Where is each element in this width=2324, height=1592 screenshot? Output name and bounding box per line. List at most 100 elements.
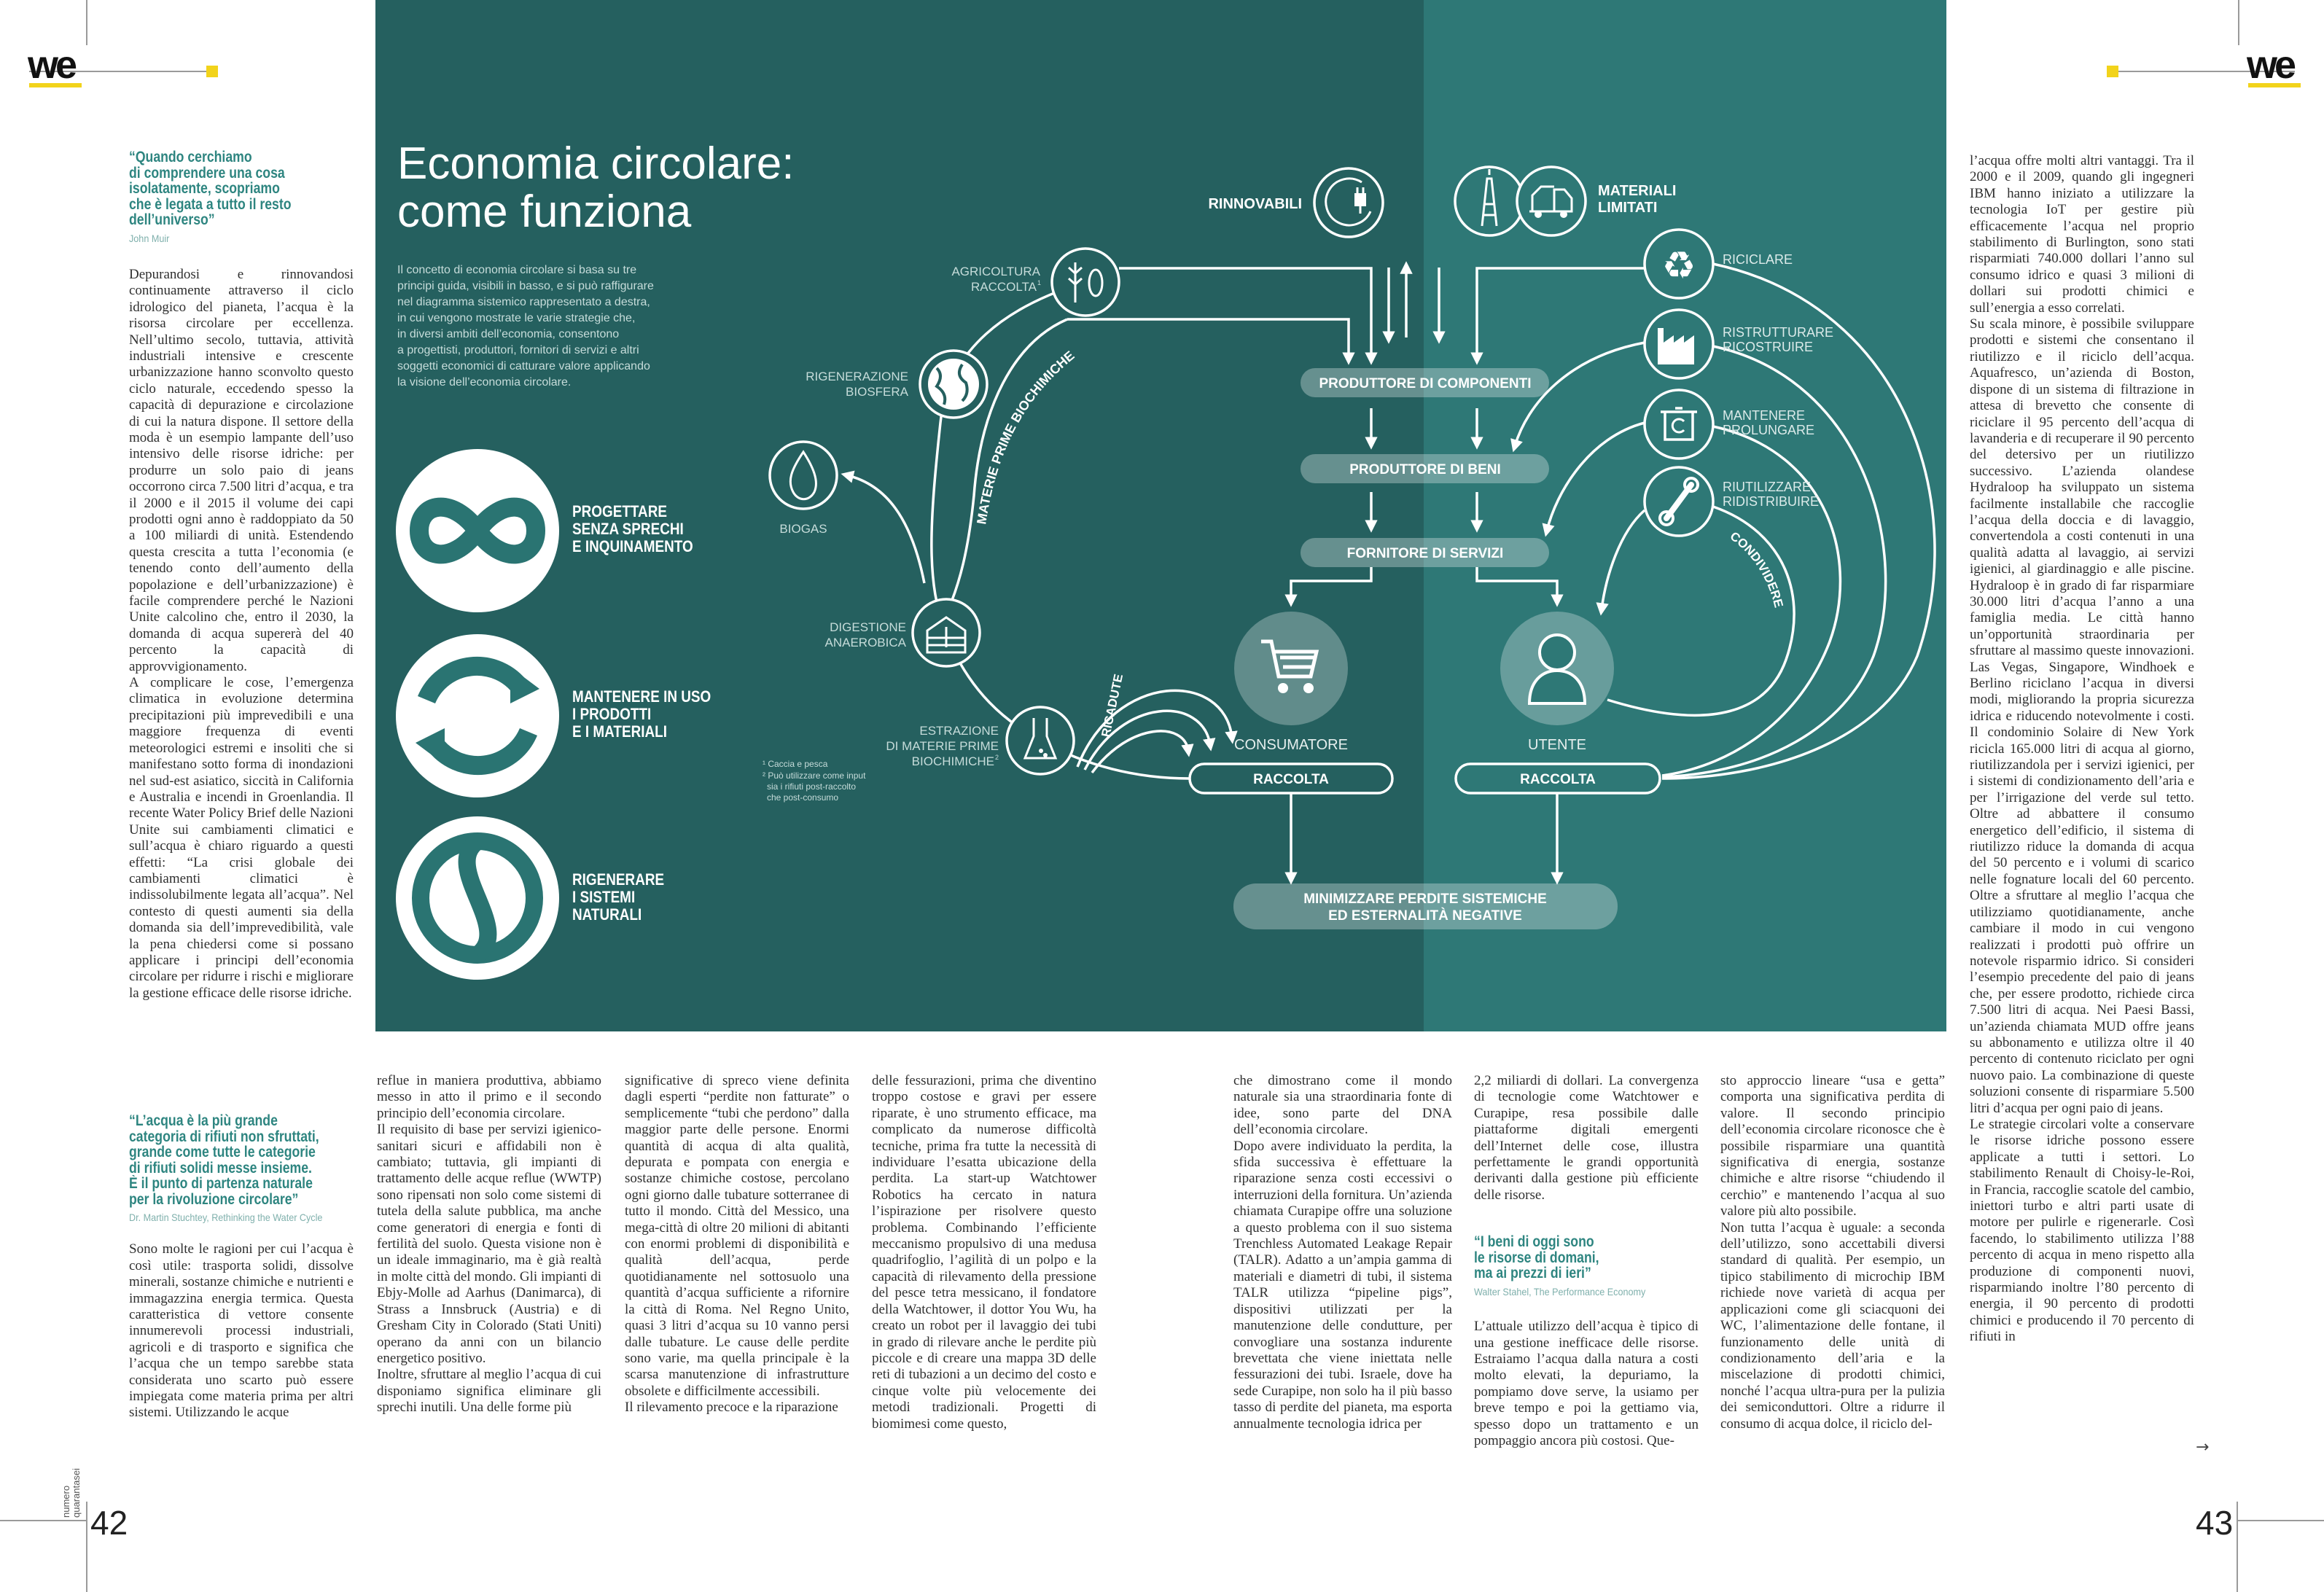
footnote-2-line3: che post-consumo — [767, 792, 838, 803]
body-paragraph: 2,2 miliardi di dollari. La convergenza … — [1474, 1073, 1699, 1203]
quote-line: le risorse di domani, — [1474, 1249, 1599, 1266]
flask-icon — [1005, 706, 1075, 776]
quote-line: È il punto di partenza naturale — [129, 1175, 313, 1192]
magazine-logo-left: we — [28, 43, 77, 87]
minimize-losses-pill — [1233, 883, 1618, 929]
page-number-right: 43 — [2196, 1504, 2234, 1542]
title-line: Economia circolare: — [397, 138, 795, 189]
goods-maker-label: PRODUTTORE DI BENI — [1349, 462, 1501, 477]
recycle-label: RICICLARE — [1723, 252, 1793, 267]
agriculture-label-line2: RACCOLTA — [971, 280, 1037, 294]
refurbish-label-line2: RICOSTRUIRE — [1723, 340, 1813, 354]
crop-line — [86, 1502, 87, 1592]
body-paragraph: L’attuale utilizzo dell’acqua è tipico d… — [1474, 1319, 1699, 1448]
collection-label-left: RACCOLTA — [1253, 772, 1329, 787]
agriculture-icon — [1050, 247, 1120, 317]
article-column-1: “Quando cerchiamo di comprendere una cos… — [129, 149, 354, 1090]
quote-line: dell’universo” — [129, 211, 215, 228]
digestion-label-line2: ANAEROBICA — [825, 636, 907, 649]
collection-label-right: RACCOLTA — [1520, 772, 1596, 787]
collection-pill-right — [1454, 762, 1661, 795]
quote-line: grande come tutte le categorie — [129, 1144, 316, 1160]
footnote-marker: 1 — [1037, 279, 1041, 286]
article-column-8: l’acqua offre molti altri vantaggi. Tra … — [1970, 153, 2194, 1471]
magazine-logo-right: we — [2247, 43, 2296, 87]
infographic-title: Economia circolare: come funziona — [397, 140, 794, 236]
footnote-1: ¹ Caccia e pesca — [763, 759, 828, 769]
intro-line: a progettisti, produttori, fornitori di … — [397, 344, 639, 356]
biosphere-label-line1: RIGENERAZIONE — [806, 370, 908, 383]
quote-line: di comprendere una cosa — [129, 164, 285, 182]
quote-line: per la rivoluzione circolare” — [129, 1190, 299, 1208]
principle-label-design: PROGETTARE SENZA SPRECHI E INQUINAMENTO — [572, 503, 693, 555]
body-paragraph: Su scala minore, è possibile sviluppare … — [1970, 316, 2194, 1116]
principle-line: E INQUINAMENTO — [572, 537, 693, 555]
footnote-2-line2: sia i rifiuti post-raccolto — [767, 781, 856, 792]
principle-label-regenerate: RIGENERARE I SISTEMI NATURALI — [572, 871, 664, 924]
crop-line — [2237, 1502, 2238, 1592]
article-column-4: delle fessurazioni, prima che diventino … — [872, 1073, 1096, 1470]
article-column-2: reflue in maniera produttiva, abbiamo me… — [377, 1073, 601, 1470]
shopping-cart-icon — [1234, 612, 1348, 725]
crop-line — [29, 71, 211, 72]
quote-line: ma ai prezzi di ieri” — [1474, 1265, 1591, 1282]
share-label: CONDIVIDERE — [1728, 529, 1786, 609]
minimize-label-line1: MINIMIZZARE PERDITE SISTEMICHE — [1303, 891, 1547, 907]
intro-line: la visione dell’economia circolare. — [397, 376, 572, 389]
share-text: CONDIVIDERE — [1728, 529, 1786, 609]
intro-line: Il concetto di economia circolare si bas… — [397, 264, 637, 276]
principle-label-keep-in-use: MANTENERE IN USO I PRODOTTI E I MATERIAL… — [572, 688, 711, 741]
biosphere-label-line2: BIOSFERA — [846, 385, 909, 399]
biochemical-arc-label: MATERIE PRIME BIOCHIMICHE — [974, 348, 1077, 525]
principle-line: I PRODOTTI — [572, 705, 652, 723]
body-paragraph: Inoltre, sfruttare al meglio l’acqua di … — [377, 1367, 601, 1416]
body-paragraph: Non tutta l’acqua è uguale: a seconda de… — [1720, 1220, 1945, 1432]
recycle-icon: ♻ — [1643, 228, 1715, 300]
quote-line: “L’acqua è la più grande — [129, 1113, 278, 1129]
reuse-label-line1: RIUTILIZZARE — [1723, 480, 1811, 494]
regenerate-icon — [396, 816, 559, 980]
svg-text:♻: ♻ — [1662, 245, 1696, 287]
quote-line: categoria di rifiuti non sfruttati, — [129, 1128, 319, 1145]
crop-line — [86, 0, 87, 45]
quote-line: che è legata a tutto il resto — [129, 195, 292, 213]
factory-icon — [1643, 308, 1715, 380]
pull-quote-muir: “Quando cerchiamo di comprendere una cos… — [129, 149, 354, 228]
intro-line: in cui vengono mostrate le varie strateg… — [397, 312, 636, 324]
article-column-1b: “L’acqua è la più grande categoria di ri… — [129, 1113, 354, 1470]
body-paragraph: reflue in maniera produttiva, abbiamo me… — [377, 1073, 601, 1121]
digestion-label-line1: DIGESTIONE — [830, 620, 906, 634]
article-column-6: 2,2 miliardi di dollari. La convergenza … — [1474, 1073, 1699, 1470]
title-line: come funziona — [397, 187, 692, 237]
body-paragraph: sto approccio lineare “usa e getta” comp… — [1720, 1073, 1945, 1220]
oil-rig-icon — [1454, 165, 1525, 237]
maintain-label-line2: PROLUNGARE — [1723, 423, 1814, 437]
principle-line: MANTENERE IN USO — [572, 687, 711, 706]
goods-maker-pill — [1301, 454, 1549, 483]
refurbish-label-line1: RISTRUTTURARE — [1723, 325, 1833, 340]
principle-line: I SISTEMI — [572, 888, 636, 906]
user-avatar-icon — [1500, 612, 1614, 725]
body-paragraph: A complicare le cose, l’emergenza climat… — [129, 675, 354, 1001]
quote-line: di rifiuti solidi messe insieme. — [129, 1159, 312, 1177]
crop-line — [2238, 0, 2239, 45]
biochemical-arc-text: MATERIE PRIME BIOCHIMICHE — [974, 348, 1077, 525]
infinity-icon — [396, 449, 559, 612]
limited-materials-label-line1: MATERIALI — [1598, 183, 1676, 199]
cycle-arrows-icon — [396, 634, 559, 797]
crop-line — [0, 1520, 86, 1521]
pull-quote-stuchtey: “L’acqua è la più grande categoria di ri… — [129, 1113, 354, 1207]
quote-line: “Quando cerchiamo — [129, 149, 252, 165]
principle-line: RIGENERARE — [572, 870, 665, 889]
continue-arrow-icon: → — [2196, 1438, 2210, 1456]
quote-author: John Muir — [129, 232, 170, 244]
article-column-3: significative di spreco viene definita d… — [625, 1073, 849, 1470]
quote-line: isolatamente, scopriamo — [129, 180, 280, 197]
intro-line: soggetti economici di catturare valore a… — [397, 360, 650, 372]
footnote-marker: 2 — [995, 754, 999, 761]
intro-line: nel diagramma sistemico rappresentato a … — [397, 296, 650, 308]
principle-line: SENZA SPRECHI — [572, 520, 684, 538]
body-paragraph: Il rilevamento precoce e la riparazione — [625, 1400, 838, 1416]
renewables-label: RINNOVABILI — [1208, 196, 1302, 212]
